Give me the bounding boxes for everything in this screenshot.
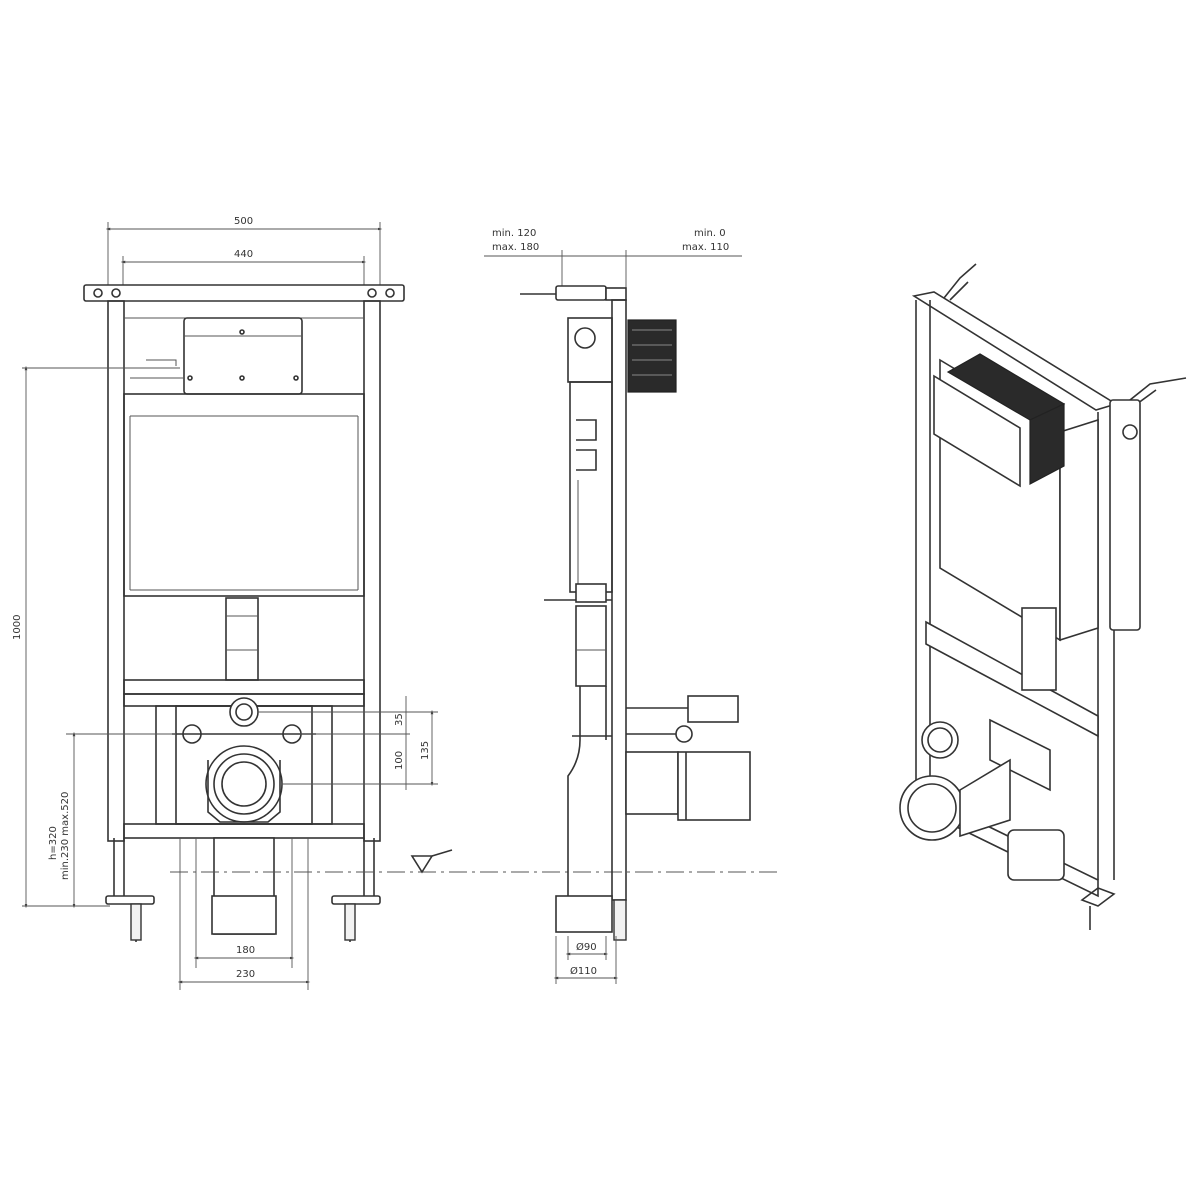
dim-height-range: h=320 bbox=[48, 826, 59, 860]
depth-min-label: min. 120 bbox=[492, 228, 536, 239]
side-view: min. 120 max. 180 min. 0 max. 110 bbox=[484, 228, 751, 984]
dim-pipe-large: Ø110 bbox=[570, 965, 597, 977]
dim-offset-100: 100 bbox=[394, 751, 405, 770]
dim-offset-35: 35 bbox=[394, 713, 405, 726]
dim-pipe-small: Ø90 bbox=[576, 941, 597, 953]
dim-width-inner: 440 bbox=[234, 249, 253, 260]
isometric-view bbox=[899, 263, 1187, 930]
dim-height-total: 1000 bbox=[12, 615, 23, 640]
dim-offset-135: 135 bbox=[420, 741, 431, 760]
front-view: 500 440 bbox=[12, 216, 780, 990]
dim-pipe-spacing: 180 bbox=[236, 945, 255, 956]
wall-max-label: max. 110 bbox=[682, 242, 729, 253]
dim-width-outer: 500 bbox=[234, 216, 253, 227]
wall-min-label: min. 0 bbox=[694, 228, 726, 239]
depth-max-label: max. 180 bbox=[492, 242, 539, 253]
dim-pipe-base: 230 bbox=[236, 969, 255, 980]
dim-height-minmax: min.230 max.520 bbox=[60, 792, 71, 880]
